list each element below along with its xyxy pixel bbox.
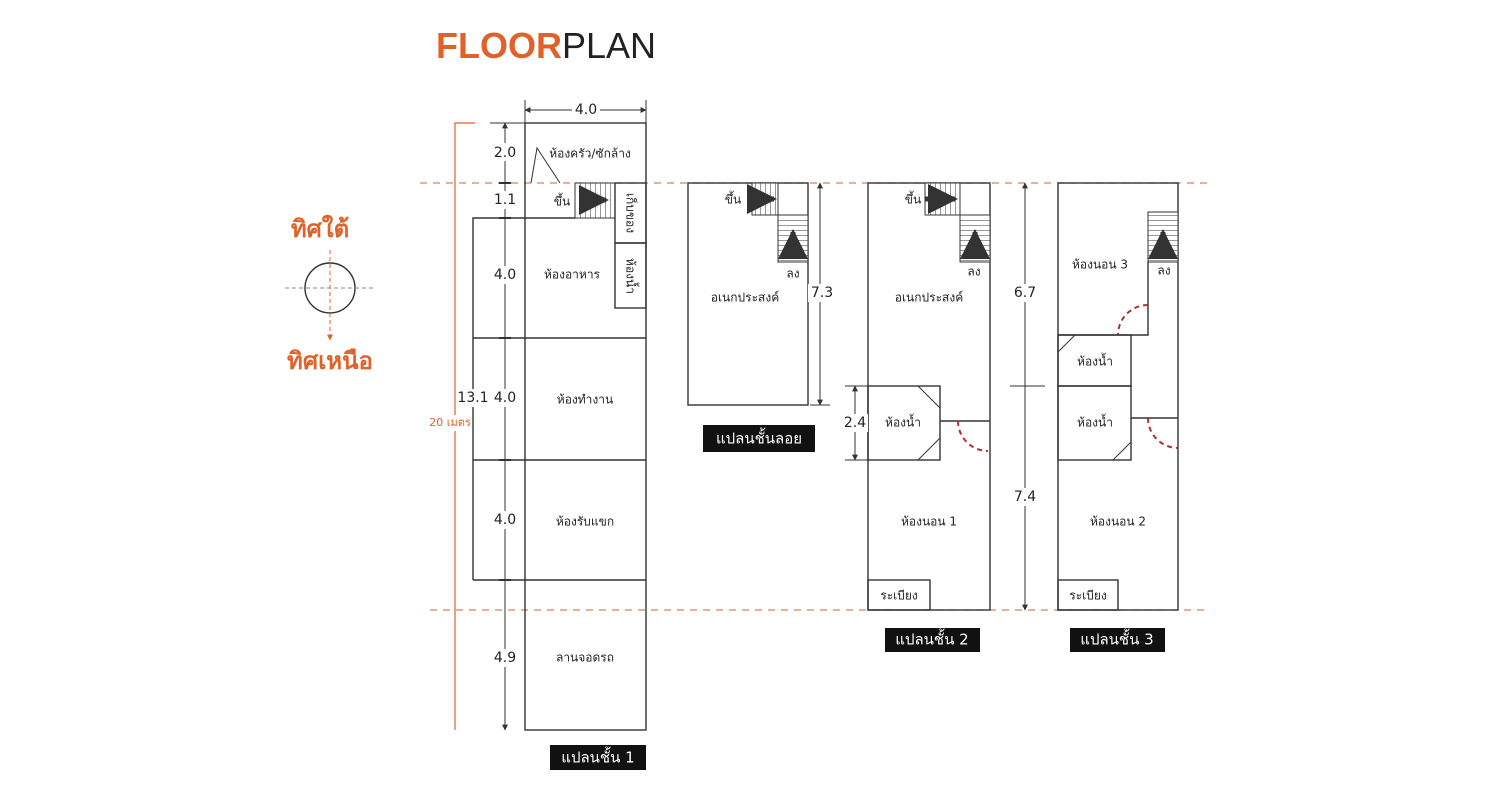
room-bedroom-2: ห้องนอน 2 <box>1090 515 1146 529</box>
plan-text: ลง <box>786 267 799 281</box>
room-kitchen: ห้องครัว/ซักล้าง <box>549 147 631 161</box>
room-balcony: ระเบียง <box>1069 589 1107 603</box>
room-parking: ลานจอดรถ <box>556 651 614 665</box>
floor1-label: แปลนชั้น 1 <box>561 747 634 767</box>
plan-text: ลง <box>1157 264 1170 278</box>
floor1-inner-length: 13.1 <box>457 390 488 406</box>
room-bedroom-1: ห้องนอน 1 <box>901 515 957 529</box>
total-length-dimension: 20 เมตร <box>429 122 480 730</box>
room-living: ห้องรับแขก <box>556 515 614 529</box>
floor3-label: แปลนชั้น 3 <box>1080 629 1153 649</box>
plan-text: 4.0 <box>494 267 516 283</box>
plan-text: 2.0 <box>494 145 516 161</box>
room-balcony: ระเบียง <box>880 589 918 603</box>
room-storage: เก็บของ <box>624 193 639 233</box>
plan-text: 7.3 <box>811 285 833 301</box>
floor-1-plan: 4.0 2.0 1.1 4.0 4.0 4.0 4.9 13.1 ห้องครั… <box>457 100 647 770</box>
plan-text: 1.1 <box>494 192 516 208</box>
plan-text: 2.4 <box>844 415 866 431</box>
room-bathroom-a: ห้องน้ำ <box>1077 353 1113 369</box>
room-multipurpose: อเนกประสงค์ <box>711 291 780 305</box>
compass: ทิศใต้ ทิศเหนือ <box>285 214 375 375</box>
room-bathroom: ห้องน้ำ <box>624 258 640 294</box>
plan-text: ขึ้น <box>725 191 741 207</box>
door-swing-icon <box>957 420 989 452</box>
plan-text: 4.9 <box>494 650 516 666</box>
plan-text: 4.0 <box>494 512 516 528</box>
plan-text: ลง <box>967 265 980 279</box>
room-bedroom-3: ห้องนอน 3 <box>1072 258 1128 272</box>
page-title: FLOORPLAN <box>436 25 656 66</box>
room-office: ห้องทำงาน <box>557 393 613 407</box>
floor-3-plan: ลง ห้องนอน 3 ห้องน้ำ ห้องน้ำ ห้องนอน 2 ร… <box>1010 182 1179 652</box>
stair-up-label: ขึ้น <box>554 193 570 209</box>
floor2-label: แปลนชั้น 2 <box>895 629 968 649</box>
plan-text: 20 เมตร <box>429 416 471 429</box>
plan-text: 6.7 <box>1014 285 1036 301</box>
south-label: ทิศใต้ <box>291 214 349 243</box>
room-multipurpose: อเนกประสงค์ <box>895 291 964 305</box>
mezzanine-label: แปลนชั้นลอย <box>716 428 802 448</box>
floor-2-plan: ขึ้น ลง อเนกประสงค์ ห้องน้ำ ห้องนอน 1 ระ… <box>842 182 991 652</box>
plan-text: 4.0 <box>494 390 516 406</box>
room-bathroom: ห้องน้ำ <box>885 414 921 430</box>
door-swing-icon <box>1147 417 1179 449</box>
floor1-width: 4.0 <box>575 102 597 118</box>
plan-text: ขึ้น <box>905 191 921 207</box>
room-bathroom-b: ห้องน้ำ <box>1077 414 1113 430</box>
door-swing-icon <box>1117 304 1149 336</box>
north-label: ทิศเหนือ <box>287 347 373 375</box>
plan-text: 7.4 <box>1014 489 1036 505</box>
room-dining: ห้องอาหาร <box>544 268 601 282</box>
mezzanine-plan: ขึ้น ลง อเนกประสงค์ 7.3 แปลนชั้นลอย <box>687 182 834 452</box>
